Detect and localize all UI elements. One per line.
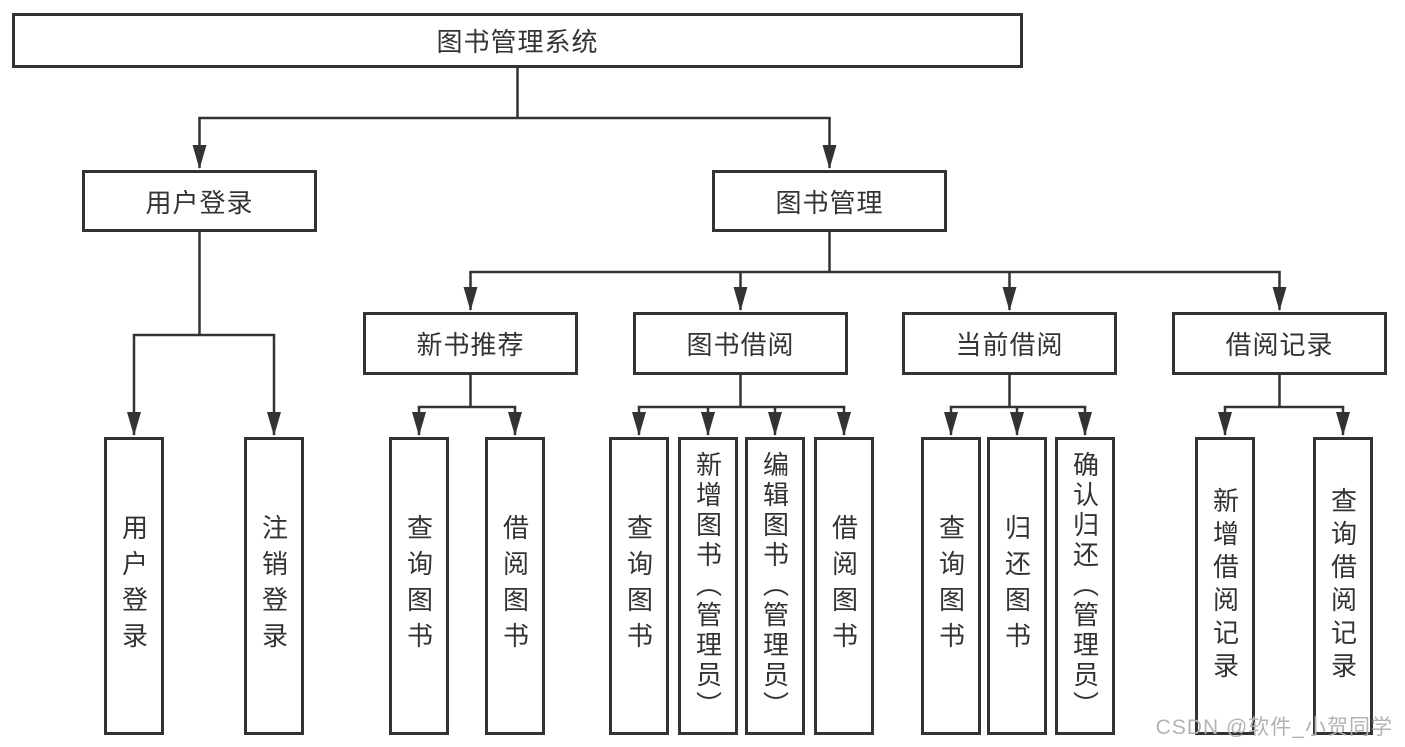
leaf-edit-books-admin: 编辑图书（管理员） [745, 437, 805, 735]
node-root-system: 图书管理系统 [12, 13, 1023, 68]
node-new-book-recommend: 新书推荐 [363, 312, 578, 375]
leaf-add-borrow-record: 新增借阅记录 [1195, 437, 1255, 735]
node-book-borrowing: 图书借阅 [633, 312, 848, 375]
leaf-query-borrow-record: 查询借阅记录 [1313, 437, 1373, 735]
leaf-logout: 注销登录 [244, 437, 304, 735]
leaf-return-books: 归还图书 [987, 437, 1047, 735]
leaf-current-query-books: 查询图书 [921, 437, 981, 735]
leaf-recommend-query-books: 查询图书 [389, 437, 449, 735]
leaf-user-login: 用户登录 [104, 437, 164, 735]
node-current-borrowing: 当前借阅 [902, 312, 1117, 375]
leaf-borrowing-query-books: 查询图书 [609, 437, 669, 735]
node-borrowing-records: 借阅记录 [1172, 312, 1387, 375]
leaf-borrow-books: 借阅图书 [814, 437, 874, 735]
leaf-confirm-return-admin: 确认归还（管理员） [1055, 437, 1115, 735]
csdn-watermark: CSDN @软件_小贺同学 [1155, 716, 1393, 739]
node-user-login: 用户登录 [82, 170, 317, 232]
tree-edges [132, 66, 1345, 409]
node-book-management: 图书管理 [712, 170, 947, 232]
leaf-recommend-borrow-books: 借阅图书 [485, 437, 545, 735]
arrowheads [127, 118, 1350, 436]
leaf-add-books-admin: 新增图书（管理员） [678, 437, 738, 735]
